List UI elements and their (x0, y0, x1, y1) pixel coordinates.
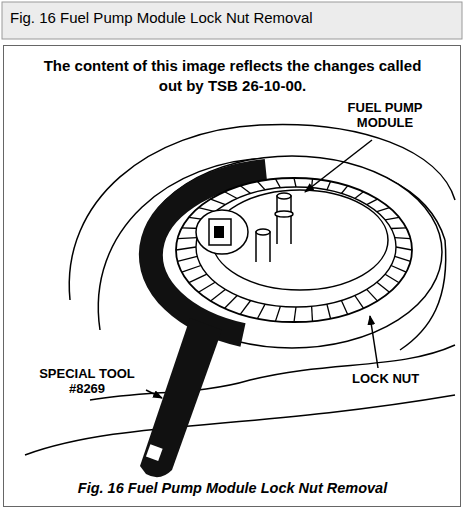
lock-nut-inner (196, 187, 396, 307)
nut-tooth (377, 208, 390, 212)
nut-tooth (385, 274, 399, 283)
nut-tooth (294, 307, 296, 322)
lock-nut (176, 178, 412, 322)
fuel-tubes (256, 193, 293, 262)
title-bar (2, 2, 462, 39)
nut-tooth (311, 306, 313, 321)
part-label: FUEL PUMP MODULE (338, 101, 432, 131)
nut-tooth (391, 227, 406, 229)
nut-tooth (276, 306, 281, 321)
nut-tooth (396, 247, 412, 250)
nut-tooth (225, 192, 238, 199)
nut-tooth (178, 256, 198, 261)
nut-tooth (199, 282, 216, 292)
figure-caption: Fig. 16 Fuel Pump Module Lock Nut Remova… (0, 480, 465, 496)
nut-tooth (258, 182, 266, 190)
tank-outline (25, 124, 455, 455)
nut-tooth (355, 192, 364, 199)
nut-tooth (367, 289, 378, 301)
special-tool-handle (140, 318, 222, 477)
nut-tooth (211, 199, 226, 205)
nut-tooth (341, 301, 347, 315)
nut-tooth (355, 296, 364, 309)
nut-tooth (182, 266, 201, 273)
nut-tooth (385, 217, 399, 220)
nut-tooth (327, 182, 331, 190)
nut-tooth (367, 199, 378, 205)
nut-tooth (189, 274, 207, 283)
electrical-connector (196, 210, 248, 254)
module-flange (142, 156, 442, 348)
nut-tooth (327, 304, 331, 318)
nut-tooth (211, 289, 226, 301)
nut-tooth (178, 238, 198, 239)
figure-title: Fig. 16 Fuel Pump Module Lock Nut Remova… (10, 9, 313, 26)
tool-square-drive (146, 444, 163, 461)
nut-tooth (341, 186, 347, 194)
nut-tooth (395, 238, 411, 239)
lock-nut-teeth (176, 178, 412, 322)
tsb-note: The content of this image reflects the c… (40, 56, 425, 95)
nut-tooth (240, 186, 250, 194)
nut-tooth (176, 247, 196, 250)
nut-tooth (240, 301, 250, 315)
nut-tooth (395, 256, 411, 261)
part-label: LOCK NUT (352, 372, 419, 387)
nut-tooth (391, 266, 406, 273)
nut-tooth (377, 282, 390, 292)
figure-frame (4, 46, 461, 507)
part-label: SPECIAL TOOL #8269 (28, 367, 146, 397)
nut-tooth (294, 178, 296, 187)
leader-lines (146, 140, 378, 398)
nut-tooth (276, 179, 281, 188)
nut-tooth (225, 296, 238, 309)
nut-tooth (258, 304, 266, 318)
